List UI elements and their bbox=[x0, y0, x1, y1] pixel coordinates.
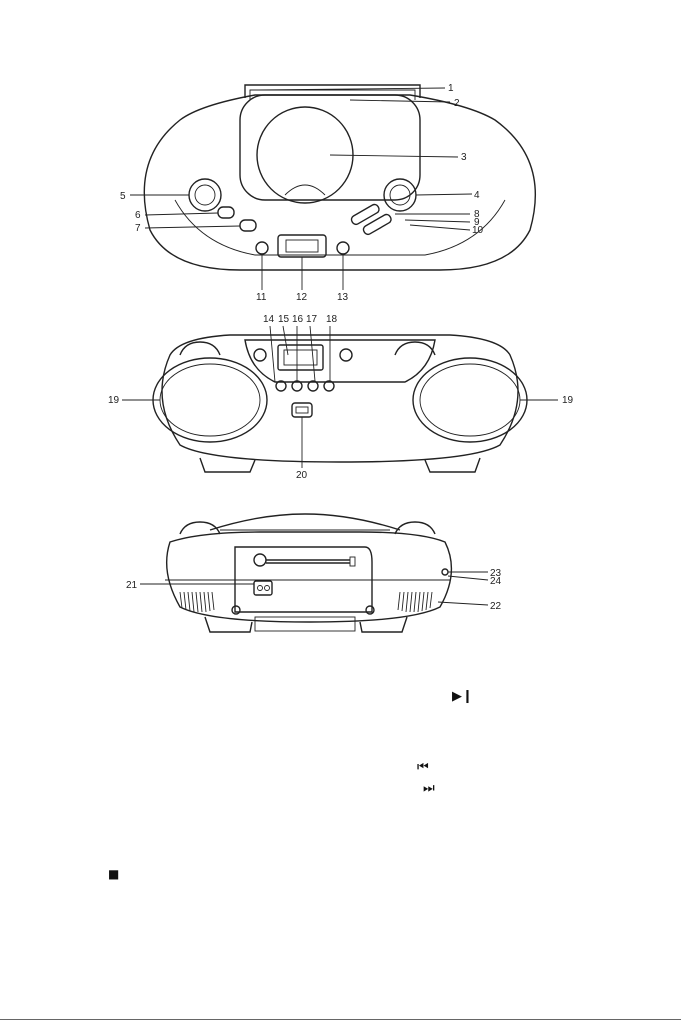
callout-2: 2 bbox=[454, 98, 460, 109]
callout-14: 14 bbox=[263, 314, 275, 325]
callout-22: 22 bbox=[490, 601, 502, 612]
stop-icon: ■ bbox=[108, 868, 119, 880]
page-bottom-rule bbox=[0, 1019, 681, 1020]
callout-15: 15 bbox=[278, 314, 290, 325]
callout-1: 1 bbox=[448, 83, 454, 94]
callout-17: 17 bbox=[306, 314, 318, 325]
callout-16: 16 bbox=[292, 314, 304, 325]
callout-3: 3 bbox=[461, 152, 467, 163]
skip-back-icon: ⏮ bbox=[417, 761, 429, 774]
callout-13: 13 bbox=[337, 292, 349, 303]
callout-4: 4 bbox=[474, 190, 480, 201]
skip-forward-icon: ⏭ bbox=[423, 782, 435, 795]
front-view-diagram: 14 15 16 17 18 19 19 20 bbox=[0, 310, 681, 485]
callout-20: 20 bbox=[296, 470, 308, 481]
rear-view-diagram: 21 22 23 24 bbox=[0, 512, 681, 640]
top-view-diagram: 1 2 3 4 5 6 7 8 9 10 11 12 13 bbox=[0, 80, 681, 305]
callout-19-right: 19 bbox=[562, 395, 574, 406]
callout-5: 5 bbox=[120, 191, 126, 202]
callout-19-left: 19 bbox=[108, 395, 120, 406]
callout-12: 12 bbox=[296, 292, 308, 303]
callout-7: 7 bbox=[135, 223, 141, 234]
callout-21: 21 bbox=[126, 580, 138, 591]
callout-18: 18 bbox=[326, 314, 338, 325]
play-pause-icon: ▶❙ bbox=[452, 690, 473, 703]
callout-10: 10 bbox=[472, 225, 484, 236]
callout-24: 24 bbox=[490, 576, 502, 587]
callout-11: 11 bbox=[256, 292, 267, 303]
callout-6: 6 bbox=[135, 210, 141, 221]
